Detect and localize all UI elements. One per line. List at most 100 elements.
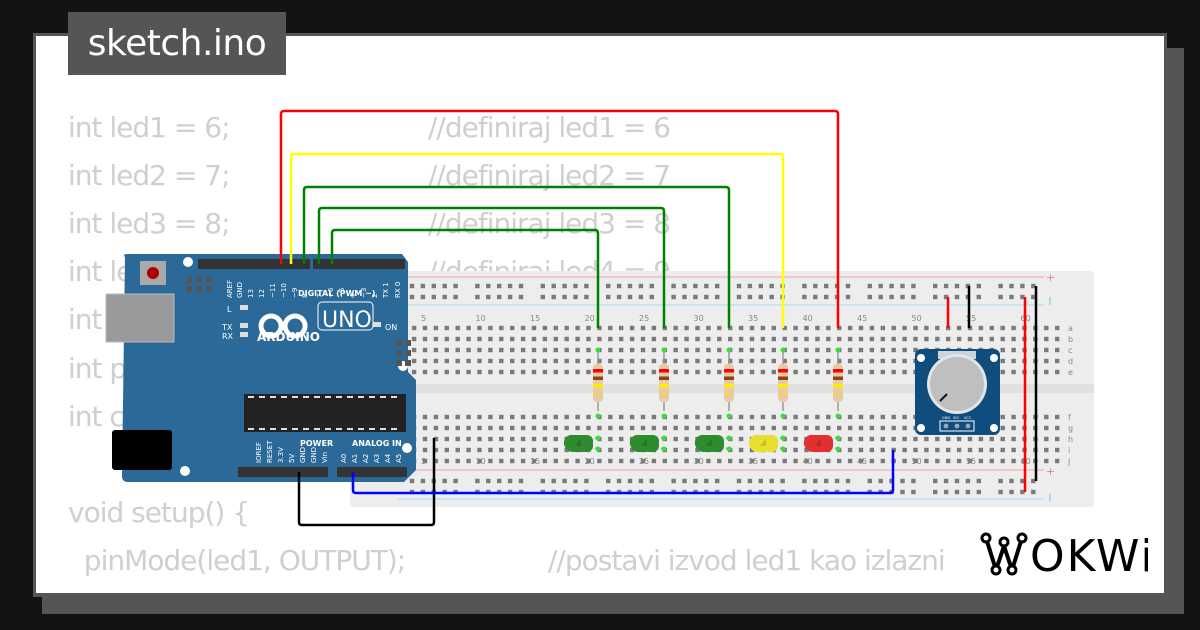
breadboard-hole <box>444 347 449 353</box>
wire-black-gnd[interactable] <box>297 438 436 527</box>
rail-hole <box>736 283 742 289</box>
rail-hole <box>824 294 829 300</box>
rail-hole <box>409 294 415 300</box>
rail-hole <box>1009 283 1014 289</box>
led-reflector <box>760 438 766 446</box>
breadboard-hole <box>684 325 689 331</box>
breadboard-hole <box>738 458 744 464</box>
breadboard-hole <box>553 347 558 353</box>
breadboard-hole <box>771 336 776 342</box>
breadboard-hole <box>597 458 602 464</box>
breadboard-hole <box>640 358 646 364</box>
breadboard-hole <box>891 358 896 364</box>
resistor-band <box>659 369 669 373</box>
resistor-band <box>593 384 603 388</box>
breadboard-hole <box>847 458 853 464</box>
breadboard-hole <box>717 358 722 364</box>
wire-yellow-pin9[interactable] <box>289 152 785 328</box>
breadboard-hole <box>520 447 526 453</box>
rail-hole <box>1020 283 1025 289</box>
breadboard-hole <box>520 425 526 431</box>
icsp-pin <box>206 286 212 292</box>
breadboard-hole <box>553 458 558 464</box>
breadboard-hole <box>499 436 504 442</box>
potentiometer-pin <box>954 423 960 429</box>
breadboard-hole <box>684 458 689 464</box>
breadboard-hole <box>640 325 646 331</box>
breadboard-hole <box>946 336 951 342</box>
connection-dot <box>835 446 841 452</box>
rail-plus-label: + <box>1046 465 1055 478</box>
breadboard-hole <box>651 347 657 353</box>
breadboard-hole <box>837 458 842 464</box>
breadboard-hole <box>564 458 569 464</box>
breadboard-hole <box>978 336 984 342</box>
breadboard-hole <box>422 414 428 420</box>
rail-hole <box>649 478 654 484</box>
rail-hole <box>998 283 1003 289</box>
breadboard-hole <box>826 325 831 331</box>
breadboard-hole <box>488 425 493 431</box>
rail-hole <box>540 478 545 484</box>
wire-green-pin8[interactable] <box>302 185 731 328</box>
column-label: 50 <box>912 457 922 466</box>
wire-blue-a1[interactable] <box>351 450 895 495</box>
rail-hole <box>475 294 480 300</box>
breadboard-hole <box>1000 336 1005 342</box>
icsp-pin <box>396 350 402 356</box>
breadboard-hole <box>608 358 613 364</box>
breadboard-hole <box>1000 436 1005 442</box>
rail-hole <box>453 294 458 300</box>
breadboard-hole <box>749 458 755 464</box>
breadboard-hole <box>695 425 700 431</box>
usb-port[interactable] <box>105 293 175 343</box>
breadboard-hole <box>564 447 569 453</box>
mount-hole <box>917 424 925 432</box>
wokwi-logo-mark: OKWi <box>980 531 1153 582</box>
potentiometer-knob[interactable] <box>930 357 984 411</box>
breadboard-hole <box>826 347 831 353</box>
resistor-band <box>778 376 788 380</box>
breadboard-hole <box>444 447 449 453</box>
rail-hole <box>584 283 589 289</box>
breadboard-hole <box>499 369 504 375</box>
wire-green-pin7[interactable] <box>317 206 666 328</box>
breadboard-hole <box>978 436 984 442</box>
breadboard-hole <box>488 458 493 464</box>
breadboard-hole <box>629 447 635 453</box>
breadboard-hole <box>586 425 591 431</box>
breadboard-hole <box>651 325 657 331</box>
breadboard-hole <box>564 347 569 353</box>
wokwi-logo-text: OKWi <box>1030 531 1148 578</box>
breadboard-hole <box>542 447 548 453</box>
rail-hole <box>889 283 894 289</box>
connection-dot <box>595 446 601 452</box>
breadboard-hole <box>869 414 875 420</box>
rail-hole <box>715 294 720 300</box>
breadboard-hole <box>782 458 787 464</box>
breadboard-hole <box>847 347 853 353</box>
breadboard-hole <box>455 358 460 364</box>
breadboard-hole <box>1055 425 1060 431</box>
rail-hole <box>780 478 785 484</box>
breadboard-hole <box>520 358 526 364</box>
connection-dot <box>661 446 667 452</box>
column-label: 55 <box>966 457 976 466</box>
breadboard-hole <box>1055 347 1060 353</box>
wire-green-pin6[interactable] <box>330 228 600 328</box>
breadboard-hole <box>520 458 526 464</box>
breadboard-hole <box>619 369 624 375</box>
breadboard-hole <box>738 325 744 331</box>
breadboard-hole <box>815 425 820 431</box>
rail-hole <box>715 478 720 484</box>
breadboard-hole <box>499 325 504 331</box>
code-line: int c <box>68 399 125 433</box>
breadboard-hole <box>564 336 569 342</box>
wire-red-pin10[interactable] <box>279 109 840 328</box>
breadboard-hole <box>869 436 875 442</box>
connection-dot <box>595 413 601 419</box>
resistor-band <box>659 376 669 380</box>
file-tab[interactable]: sketch.ino <box>68 12 286 75</box>
reset-button[interactable] <box>147 267 159 279</box>
rail-hole <box>442 294 447 300</box>
